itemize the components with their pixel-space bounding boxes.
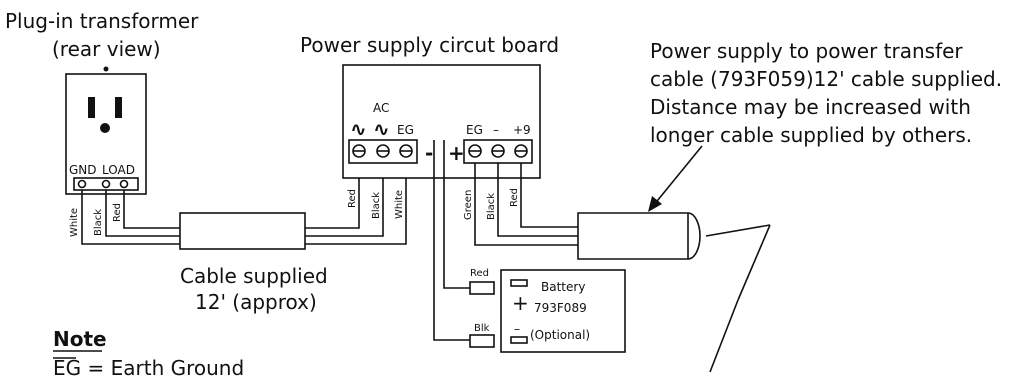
board-out-label-green: Green [463, 190, 474, 220]
note-heading: Note [53, 327, 107, 351]
battery-red-tag: Red [470, 268, 489, 279]
outlet-prong-left [88, 97, 95, 118]
board-title: Power supply circut board [300, 33, 559, 57]
sign-minus: - [425, 141, 433, 165]
board-in-label-black: Black [371, 192, 382, 219]
ac-symbol-1: ∿ [350, 117, 367, 141]
wire-black-board-out [497, 163, 578, 237]
wire-red-transformer [123, 190, 180, 229]
cable-length: 12' (approx) [195, 290, 317, 314]
wire-red-board-out [520, 163, 578, 228]
transformer-title: Plug-in transformer [5, 9, 199, 33]
eg-left-label: EG [397, 123, 414, 137]
output-cable-break-2 [737, 224, 771, 301]
battery-optional: (Optional) [530, 328, 590, 342]
wire-green-board-out [474, 163, 578, 246]
transformer-body [65, 73, 147, 195]
plus9-label: +9 [513, 123, 531, 137]
wire-label-red: Red [112, 203, 123, 222]
board-in-label-white: White [394, 190, 405, 219]
battery-plus-sign: + [512, 291, 529, 315]
callout-arrowhead [648, 196, 662, 212]
battery-part-number: 793F089 [534, 301, 587, 315]
battery-label: Battery [541, 280, 585, 294]
note-eg-definition: EG = Earth Ground [53, 356, 244, 380]
wire-battery-black [433, 178, 470, 341]
callout-line-1: Power supply to power transfer [650, 39, 963, 63]
supplied-cable [179, 212, 306, 250]
callout-line-4: longer cable supplied by others. [650, 123, 972, 147]
wire-black-board-in [305, 163, 384, 237]
wire-label-black: Black [93, 209, 104, 236]
cable-label: Cable supplied [180, 264, 328, 288]
minus-label: – [493, 123, 499, 137]
sign-plus: + [448, 141, 465, 165]
output-cable-break-3 [709, 299, 739, 373]
screw-terminal-ac1 [352, 144, 366, 158]
load-label: LOAD [102, 163, 135, 177]
eg-right-label: EG [466, 123, 483, 137]
screw-terminal-ac2 [376, 144, 390, 158]
callout-leader [652, 145, 703, 207]
wire-battery-red [443, 178, 470, 289]
wire-black-transformer [105, 190, 180, 237]
gnd-label: GND [69, 163, 97, 177]
battery-blk-tag: Blk [474, 323, 490, 334]
callout-line-2: cable (793F059)12' cable supplied. [650, 67, 1002, 91]
transformer-top-dot [103, 66, 109, 72]
screw-terminal-eg-left [399, 144, 413, 158]
battery-minus-sign: – [514, 322, 520, 336]
screw-terminal-eg-right [468, 144, 482, 158]
terminal-load-2 [119, 179, 129, 189]
transformer-subtitle: (rear view) [52, 37, 161, 61]
battery-plus-terminal [510, 279, 528, 287]
screw-terminal-plus9 [514, 144, 528, 158]
ac-symbol-2: ∿ [373, 117, 390, 141]
plug-in-transformer: GND LOAD [65, 66, 147, 195]
ac-label: AC [373, 101, 389, 115]
wire-white-board-in [305, 163, 407, 245]
battery-red-connector [469, 281, 495, 295]
power-supply-board: AC ∿ ∿ EG EG – +9 - + [342, 64, 541, 179]
wire-red-board-in [305, 163, 360, 229]
screw-terminal-minus [491, 144, 505, 158]
battery-minus-terminal [510, 336, 528, 344]
terminal-load-1 [101, 179, 111, 189]
board-out-label-black: Black [486, 193, 497, 220]
output-cable-body [577, 212, 701, 260]
output-cable-break-1 [705, 224, 771, 237]
terminal-gnd [77, 179, 87, 189]
battery-blk-connector [469, 334, 495, 348]
wire-white-transformer [81, 190, 180, 245]
wire-label-white: White [69, 208, 80, 237]
board-in-label-red: Red [347, 189, 358, 208]
callout-line-3: Distance may be increased with [650, 95, 971, 119]
power-transfer-cable [577, 212, 771, 373]
outlet-ground-hole [100, 123, 110, 133]
battery-assembly: Red Blk + – Battery 793F089 (Optional) [469, 268, 626, 353]
board-out-label-red: Red [509, 188, 520, 207]
outlet-prong-right [115, 97, 122, 118]
